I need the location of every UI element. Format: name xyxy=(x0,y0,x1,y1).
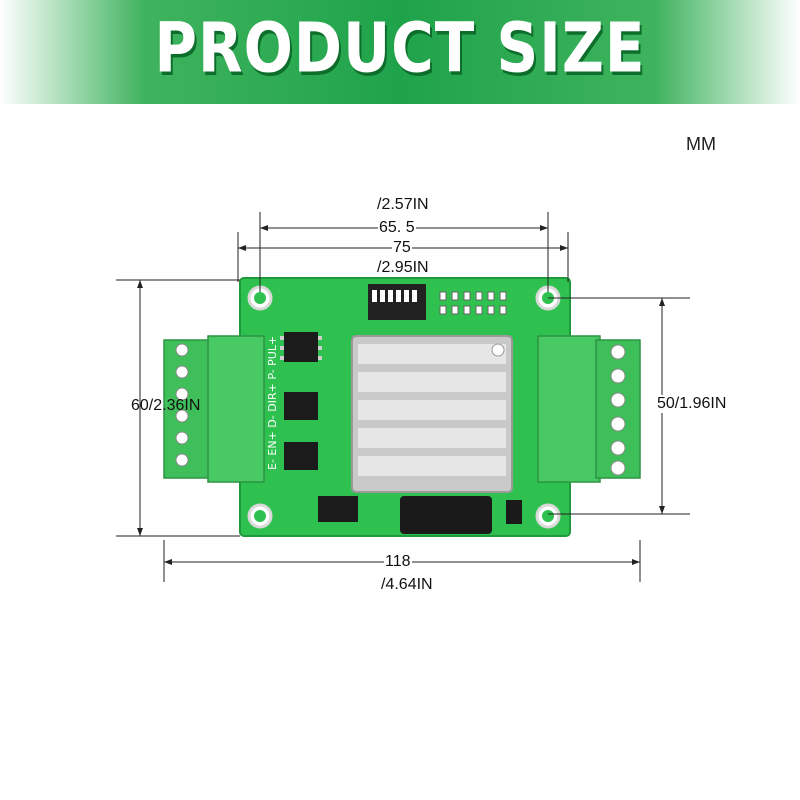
inner-width-mm: 65. 5 xyxy=(378,219,416,237)
heatsink xyxy=(351,335,513,493)
board-width-mm: 75 xyxy=(392,239,412,257)
right-terminal-block xyxy=(537,335,641,483)
banner-title: PRODUCT SIZE xyxy=(154,7,646,89)
left-height-dimension: 60/2.36IN xyxy=(131,397,201,414)
total-width-inches: /4.64IN xyxy=(380,576,434,594)
left-terminal-block xyxy=(163,335,265,483)
inner-width-inches: /2.57IN xyxy=(376,196,430,214)
dip-switch xyxy=(368,284,426,320)
optocouplers xyxy=(284,332,358,522)
total-width-mm: 118 xyxy=(384,553,412,571)
capacitor xyxy=(400,496,492,534)
product-size-banner: PRODUCT SIZE xyxy=(0,0,800,104)
unit-label: MM xyxy=(686,134,716,154)
header-pins xyxy=(439,291,507,315)
silkscreen-label: E- EN+ D- DIR+ P- PUL+ xyxy=(266,336,279,470)
board-width-inches: /2.95IN xyxy=(376,259,430,277)
right-height-dimension: 50/1.96IN xyxy=(656,395,728,413)
